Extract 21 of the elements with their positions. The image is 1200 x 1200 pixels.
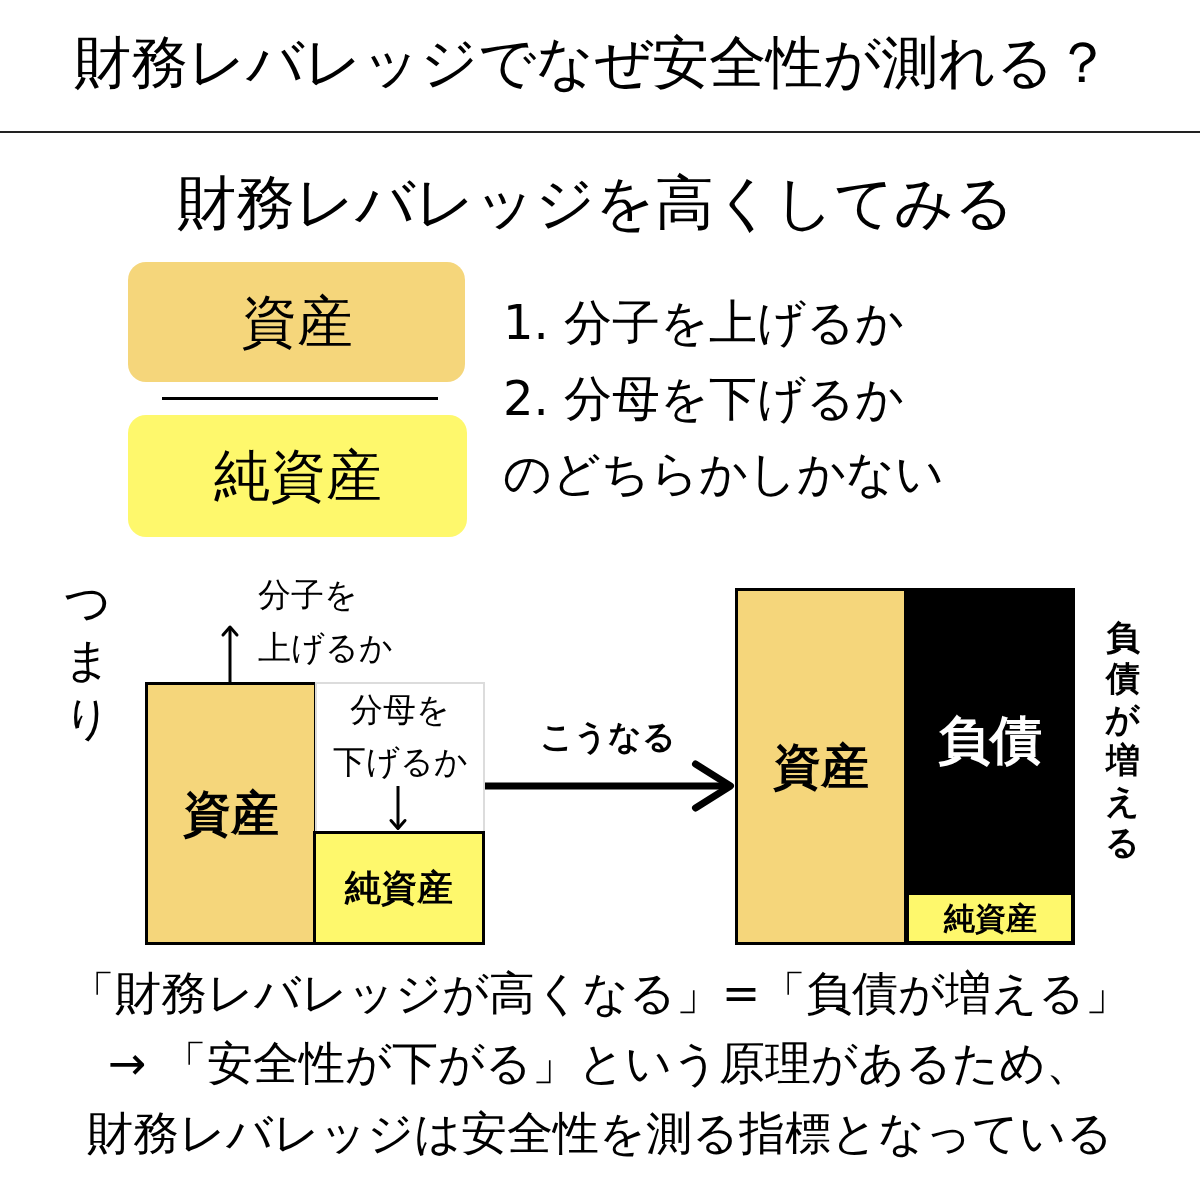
conclusion-text: 「財務レバレッジが高くなる」=「負債が増える」 — [68, 965, 1132, 1021]
subheading: 財務レバレッジを高くしてみる — [176, 166, 1014, 238]
note-text: のどちらかしかない — [503, 444, 944, 502]
denominator-box: 純資産 — [128, 415, 467, 537]
asset-bar: 資産 — [735, 588, 907, 945]
numerator-box: 資産 — [128, 262, 465, 382]
list-item: 2. 分母を下げるか — [503, 369, 905, 427]
title: 財務レバレッジでなぜ安全性が測れる？ — [73, 28, 1111, 96]
conclusion-text: → 「安全性が下がる」という原理があるため、 — [107, 1035, 1093, 1091]
net-assets-bar: 純資産 — [313, 831, 485, 945]
bar-label: 負債 — [938, 708, 1042, 772]
arrow — [221, 625, 239, 682]
asset-bar: 資産 — [145, 682, 317, 945]
vertical-text: つまり — [64, 574, 111, 747]
vertical-text: 負債が増える — [1105, 617, 1140, 863]
arrow-caption: 分子を上げるか — [258, 574, 393, 669]
list-item: 1. 分子を上げるか — [503, 293, 905, 351]
net-assets-bar: 純資産 — [907, 893, 1073, 943]
arrow — [389, 786, 407, 830]
conclusion-text: 財務レバレッジは安全性を測る指標となっている — [87, 1105, 1113, 1161]
liabilities-bar — [905, 588, 1075, 945]
